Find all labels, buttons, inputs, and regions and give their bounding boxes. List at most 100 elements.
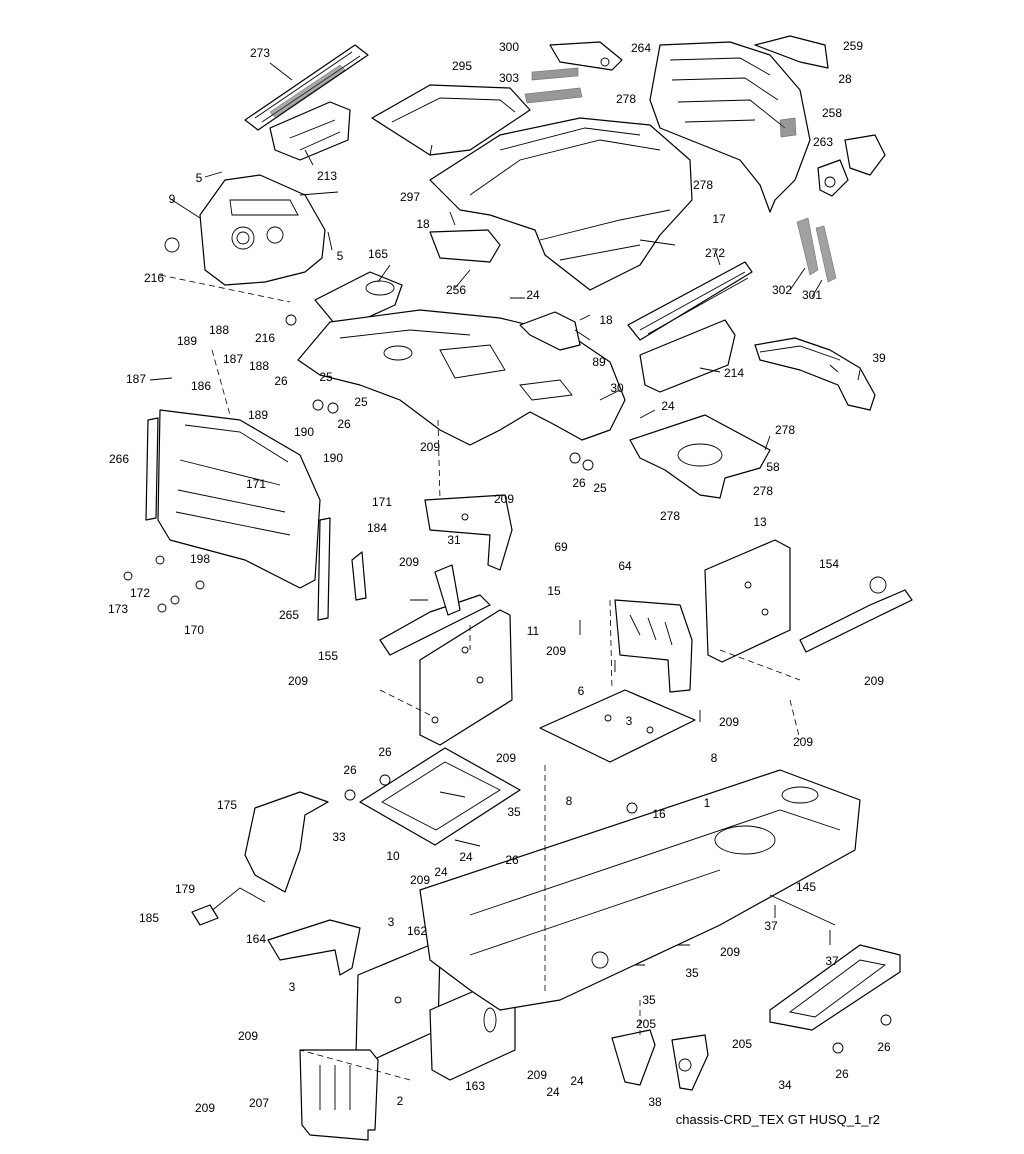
label-24-b: 24 [661, 399, 675, 413]
label-186: 186 [190, 379, 212, 393]
label-190-b: 190 [322, 451, 344, 465]
label-303: 303 [498, 71, 520, 85]
part-295-hood-panel [371, 84, 531, 156]
label-26-b: 26 [337, 417, 351, 431]
part-30-fender [297, 309, 626, 446]
label-189-b: 189 [247, 408, 269, 422]
label-190-a: 190 [293, 425, 315, 439]
label-24-e: 24 [570, 1074, 584, 1088]
label-18-b: 18 [599, 313, 613, 327]
label-64: 64 [618, 559, 632, 573]
label-33: 33 [332, 830, 346, 844]
label-273: 273 [249, 46, 271, 60]
label-15: 15 [547, 584, 561, 598]
label-171-a: 171 [245, 477, 267, 491]
label-205-a: 205 [635, 1017, 657, 1031]
label-3-b: 3 [387, 915, 395, 929]
label-209-k: 209 [719, 945, 741, 959]
label-198: 198 [189, 552, 211, 566]
label-25-a: 25 [319, 370, 333, 384]
label-207: 207 [248, 1096, 270, 1110]
part-272-grille [627, 261, 753, 341]
label-209-l: 209 [237, 1029, 259, 1043]
part-33-footrest [359, 747, 521, 846]
label-30: 30 [610, 381, 624, 395]
label-301: 301 [801, 288, 823, 302]
label-5-a: 5 [195, 171, 203, 185]
diagram-caption: chassis-CRD_TEX GT HUSQ_1_r2 [675, 1112, 880, 1127]
label-18-a: 18 [416, 217, 430, 231]
label-172: 172 [129, 586, 151, 600]
label-165: 165 [367, 247, 389, 261]
label-35-c: 35 [642, 993, 656, 1007]
label-205-b: 205 [731, 1037, 753, 1051]
label-302: 302 [771, 283, 793, 297]
label-154: 154 [818, 557, 840, 571]
label-17: 17 [712, 212, 726, 226]
label-1: 1 [703, 796, 711, 810]
part-179-185-lever [191, 887, 266, 926]
label-278-a: 278 [615, 92, 637, 106]
label-3-c: 3 [288, 980, 296, 994]
label-26-c: 26 [572, 476, 586, 490]
label-37-a: 37 [764, 919, 778, 933]
label-35-a: 35 [507, 805, 521, 819]
label-171-b: 171 [371, 495, 393, 509]
label-175: 175 [216, 798, 238, 812]
part-9-dash [199, 174, 326, 286]
part-175-cover [244, 791, 329, 893]
part-145-rod [769, 894, 836, 926]
part-258-263-lamps [817, 134, 886, 197]
label-24-f: 24 [546, 1085, 560, 1099]
label-16: 16 [652, 807, 666, 821]
part-266-rail [145, 417, 159, 521]
part-265-rail [317, 517, 331, 621]
label-187-b: 187 [222, 352, 244, 366]
label-26-g: 26 [877, 1040, 891, 1054]
part-1-frame [419, 769, 861, 1011]
part-34-footrest [769, 944, 901, 1031]
label-209-f: 209 [863, 674, 885, 688]
label-209-j: 209 [409, 873, 431, 887]
part-256-cover [429, 229, 501, 263]
label-214: 214 [723, 366, 745, 380]
leader-lines [149, 62, 861, 451]
part-64-bracket [614, 599, 693, 693]
label-164: 164 [245, 932, 267, 946]
part-13-plate [704, 539, 791, 663]
label-6: 6 [577, 684, 585, 698]
label-209-c: 209 [398, 555, 420, 569]
label-9: 9 [168, 192, 176, 206]
label-2: 2 [396, 1094, 404, 1108]
label-295: 295 [451, 59, 473, 73]
part-11-plate [419, 609, 513, 746]
label-162: 162 [406, 924, 428, 938]
part-38-brackets [611, 1029, 709, 1091]
label-8-a: 8 [710, 751, 718, 765]
label-24-a: 24 [526, 288, 540, 302]
label-173: 173 [107, 602, 129, 616]
label-209-e: 209 [287, 674, 309, 688]
part-155-bracket [379, 564, 491, 656]
part-259-cover [754, 35, 829, 69]
label-188-a: 188 [208, 323, 230, 337]
part-162-plate [355, 944, 441, 1063]
label-163: 163 [464, 1079, 486, 1093]
label-297: 297 [399, 190, 421, 204]
part-31-bracket [424, 494, 513, 571]
label-213: 213 [316, 169, 338, 183]
part-302-301-strips [796, 217, 837, 283]
label-179: 179 [174, 882, 196, 896]
label-259: 259 [842, 39, 864, 53]
part-170-panel [157, 409, 321, 589]
label-3-a: 3 [625, 714, 633, 728]
label-24-d: 24 [434, 865, 448, 879]
label-38: 38 [648, 1095, 662, 1109]
part-17-hood [429, 117, 693, 291]
part-28-nose [649, 41, 811, 213]
alignment-lines [159, 274, 801, 1081]
label-25-c: 25 [593, 481, 607, 495]
label-89: 89 [592, 355, 606, 369]
label-278-d: 278 [752, 484, 774, 498]
